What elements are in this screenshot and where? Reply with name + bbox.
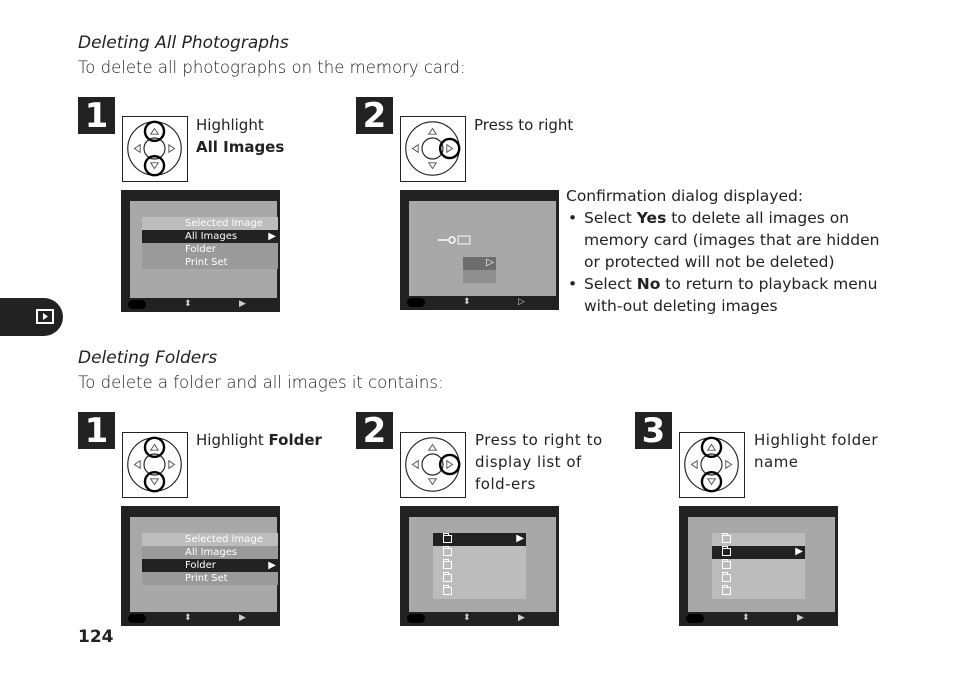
step-number-2: 2 bbox=[356, 96, 393, 136]
screen-bottom-bar: ⬍ ▶ bbox=[680, 612, 837, 625]
menu-item[interactable]: Selected Image bbox=[142, 533, 278, 546]
step-caption: Press to right to display list of fold-e… bbox=[475, 431, 603, 493]
menu-item-selected[interactable]: Folder▶ bbox=[142, 559, 278, 572]
up-down-icon: ⬍ bbox=[742, 613, 750, 623]
folder-list: ▶ bbox=[433, 533, 526, 599]
step-number-2: 2 bbox=[356, 411, 393, 451]
menu-item[interactable]: Print Set bbox=[142, 572, 278, 585]
folder-row[interactable] bbox=[712, 533, 805, 546]
step-caption: Press to right bbox=[474, 116, 574, 134]
screen-bottom-bar: ⬍ ▶ bbox=[122, 298, 279, 311]
step-number-3: 3 bbox=[635, 411, 672, 451]
folder-row[interactable] bbox=[433, 585, 526, 598]
folder-icon bbox=[722, 559, 731, 569]
page-number: 124 bbox=[78, 627, 114, 647]
folder-icon bbox=[443, 546, 452, 556]
multi-selector-up-down-icon bbox=[127, 436, 182, 493]
folder-row[interactable] bbox=[712, 572, 805, 585]
multi-selector-up-down-icon bbox=[127, 120, 182, 177]
folder-icon bbox=[443, 533, 452, 543]
camera-monitor-screen: ▷ ⬍ ▷ bbox=[400, 190, 559, 310]
section-intro-delete-folders: To delete a folder and all images it con… bbox=[78, 373, 444, 392]
multi-selector-right-icon bbox=[405, 437, 461, 492]
menu-button-icon bbox=[128, 614, 146, 623]
menu-item[interactable]: All Images bbox=[142, 546, 278, 559]
multi-selector-dpad bbox=[400, 432, 466, 498]
folder-icon bbox=[722, 546, 731, 556]
up-down-icon: ⬍ bbox=[184, 299, 192, 309]
menu-item[interactable]: Print Set bbox=[142, 256, 278, 269]
multi-selector-dpad bbox=[400, 116, 466, 182]
up-down-icon: ⬍ bbox=[184, 613, 192, 623]
folder-icon bbox=[443, 585, 452, 595]
bullet-yes: Select Yes to delete all images on memor… bbox=[568, 207, 896, 273]
section-heading-delete-all: Deleting All Photographs bbox=[78, 33, 289, 53]
menu-button-icon bbox=[128, 300, 146, 309]
right-arrow-icon: ▶ bbox=[268, 231, 276, 242]
right-triangle-icon: ▷ bbox=[486, 257, 494, 268]
section-intro-delete-all: To delete all photographs on the memory … bbox=[78, 58, 466, 77]
right-triangle-icon: ▶ bbox=[239, 299, 246, 309]
step-caption: Highlight Folder bbox=[196, 431, 322, 449]
screen-bottom-bar: ⬍ ▶ bbox=[122, 612, 279, 625]
section-heading-delete-folders: Deleting Folders bbox=[78, 348, 218, 368]
right-arrow-icon: ▶ bbox=[268, 560, 276, 571]
folder-list: ▶ bbox=[712, 533, 805, 599]
menu-item[interactable]: Folder bbox=[142, 243, 278, 256]
multi-selector-dpad bbox=[679, 432, 745, 498]
camera-monitor-screen: ▶ ⬍ ▶ bbox=[400, 506, 559, 626]
multi-selector-right-icon bbox=[405, 121, 461, 176]
menu-item-selected[interactable]: All Images▶ bbox=[142, 230, 278, 243]
right-triangle-icon: ▶ bbox=[797, 613, 804, 623]
multi-selector-dpad bbox=[122, 432, 188, 498]
multi-selector-dpad bbox=[122, 116, 188, 182]
folder-icon bbox=[722, 533, 731, 543]
camera-monitor-screen: ▶ ⬍ ▶ bbox=[679, 506, 838, 626]
up-down-icon: ⬍ bbox=[463, 613, 471, 623]
right-triangle-icon: ▶ bbox=[239, 613, 246, 623]
dialog-instructions: Confirmation dialog displayed: Select Ye… bbox=[566, 185, 896, 317]
multi-selector-up-down-icon bbox=[684, 436, 739, 493]
no-option[interactable] bbox=[463, 270, 496, 283]
delete-confirm-icon bbox=[438, 231, 478, 250]
menu-item[interactable]: Selected Image bbox=[142, 217, 278, 230]
dialog-title: Confirmation dialog displayed: bbox=[566, 187, 804, 205]
step-caption: Highlight bbox=[196, 116, 264, 134]
folder-row-selected[interactable]: ▶ bbox=[712, 546, 805, 559]
folder-icon bbox=[722, 572, 731, 582]
playback-section-tab bbox=[0, 298, 63, 336]
folder-row[interactable] bbox=[433, 546, 526, 559]
menu-button-icon bbox=[686, 614, 704, 623]
folder-icon bbox=[443, 559, 452, 569]
step-number-1: 1 bbox=[78, 96, 115, 136]
screen-bottom-bar: ⬍ ▶ bbox=[401, 612, 558, 625]
yes-option[interactable]: ▷ bbox=[463, 257, 496, 270]
playback-icon bbox=[36, 309, 54, 324]
right-triangle-icon: ▶ bbox=[518, 613, 525, 623]
step-caption: Highlight folder name bbox=[754, 431, 879, 471]
folder-row-selected[interactable]: ▶ bbox=[433, 533, 526, 546]
right-arrow-icon: ▶ bbox=[795, 546, 803, 557]
folder-row[interactable] bbox=[433, 559, 526, 572]
right-arrow-icon: ▶ bbox=[516, 533, 524, 544]
folder-row[interactable] bbox=[712, 559, 805, 572]
screen-bottom-bar: ⬍ ▷ bbox=[401, 296, 558, 309]
up-down-icon: ⬍ bbox=[463, 297, 471, 307]
folder-icon bbox=[722, 585, 731, 595]
camera-monitor-screen: Selected Image All Images▶ Folder Print … bbox=[121, 190, 280, 312]
folder-icon bbox=[443, 572, 452, 582]
step-number-1: 1 bbox=[78, 411, 115, 451]
camera-monitor-screen: Selected Image All Images Folder▶ Print … bbox=[121, 506, 280, 626]
step-caption-bold: All Images bbox=[196, 138, 285, 156]
bullet-no: Select No to return to playback menu wit… bbox=[568, 273, 896, 317]
folder-row[interactable] bbox=[712, 585, 805, 598]
right-triangle-icon: ▷ bbox=[518, 297, 525, 307]
menu-button-icon bbox=[407, 614, 425, 623]
menu-button-icon bbox=[407, 298, 425, 307]
folder-row[interactable] bbox=[433, 572, 526, 585]
